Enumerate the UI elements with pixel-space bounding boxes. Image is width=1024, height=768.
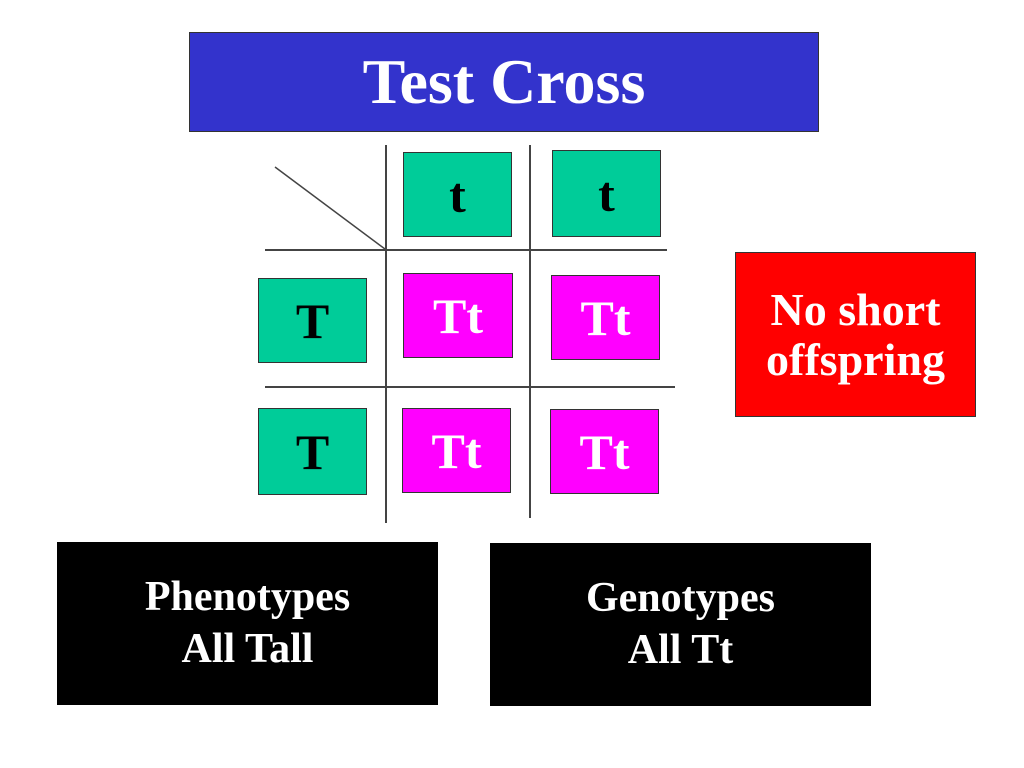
offspring-cell-2-1: Tt (402, 408, 511, 493)
offspring-cell-1-2: Tt (551, 275, 660, 360)
grid-horizontal-line-1 (265, 249, 667, 251)
phenotypes-summary: Phenotypes All Tall (57, 542, 438, 705)
note-line-2: offspring (766, 333, 945, 385)
genotypes-heading: Genotypes (586, 575, 775, 622)
top-allele-2: t (552, 150, 661, 237)
page-title: Test Cross (189, 32, 819, 132)
offspring-cell-1-1: Tt (403, 273, 513, 358)
phenotypes-value: All Tall (181, 625, 314, 672)
phenotypes-heading: Phenotypes (144, 574, 351, 621)
grid-vertical-line-1 (385, 145, 387, 523)
genotypes-summary: Genotypes All Tt (490, 543, 871, 706)
genotypes-value: All Tt (627, 626, 734, 673)
grid-horizontal-line-2 (265, 386, 675, 388)
side-allele-2: T (258, 408, 367, 495)
side-allele-1: T (258, 278, 367, 363)
no-short-offspring-note: No short offspring (735, 252, 976, 417)
note-line-1: No short (770, 283, 941, 335)
top-allele-1: t (403, 152, 512, 237)
offspring-cell-2-2: Tt (550, 409, 659, 494)
grid-vertical-line-2 (529, 145, 531, 518)
